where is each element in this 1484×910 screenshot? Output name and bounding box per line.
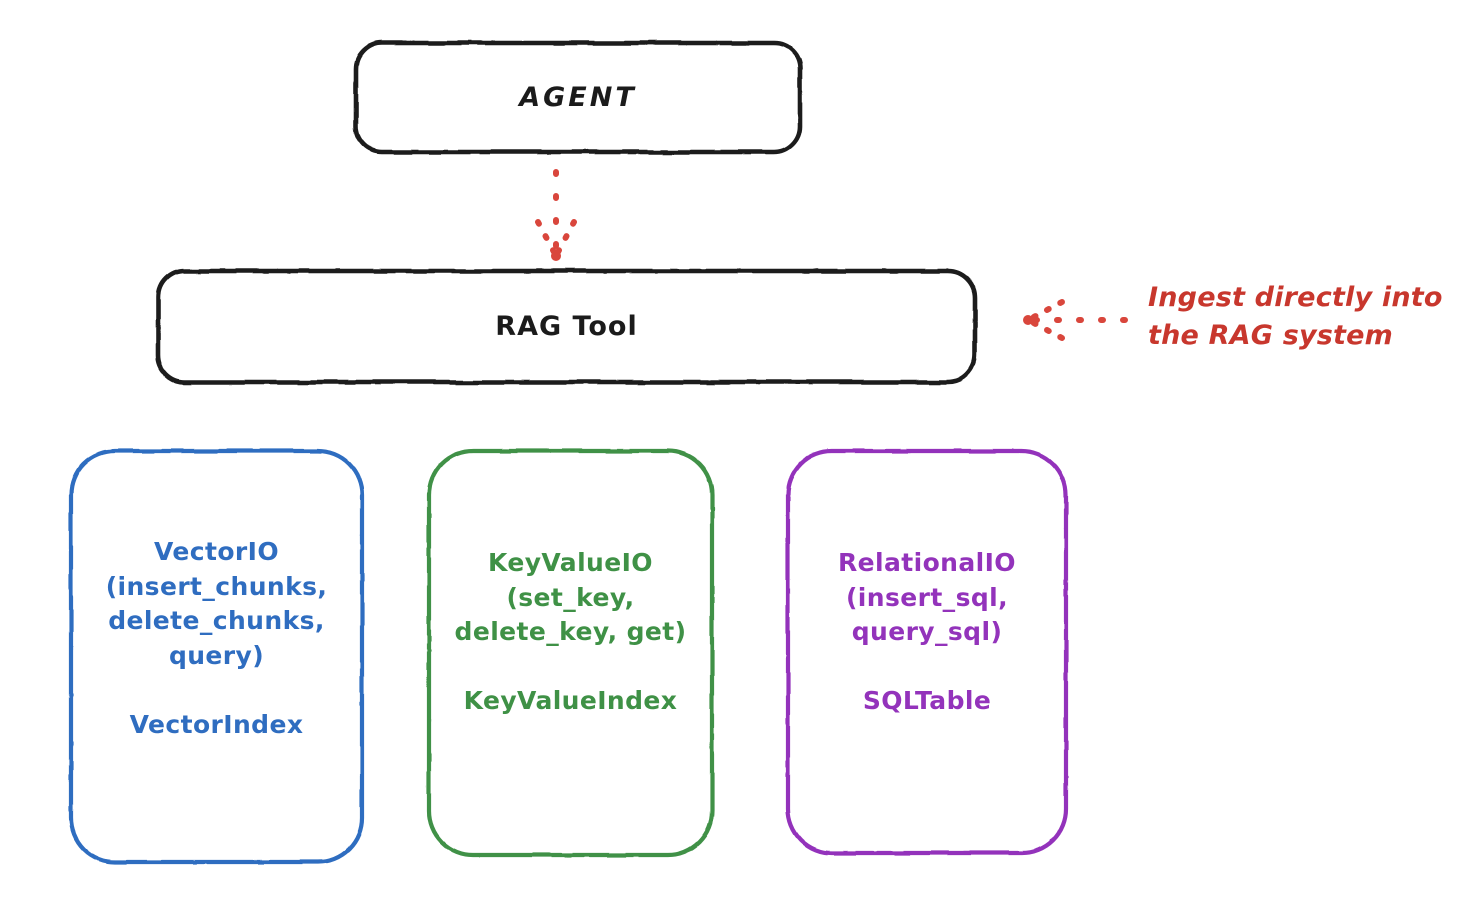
vector-io-node-label: VectorIO (insert_chunks, delete_chunks, …	[105, 537, 328, 739]
agent-node-label: AGENT	[519, 81, 637, 113]
ingest-to-rag-tool-arrow	[1023, 299, 1128, 341]
vector-io-node[interactable]: VectorIO (insert_chunks, delete_chunks, …	[70, 450, 363, 863]
ingest-annotation-text: Ingest directly into the RAG system	[1148, 282, 1443, 352]
agent-node[interactable]: AGENT	[355, 42, 801, 153]
key-value-io-node[interactable]: KeyValueIO (set_key, delete_key, get) Ke…	[428, 450, 713, 856]
relational-io-node[interactable]: RelationalIO (insert_sql, query_sql) SQL…	[787, 450, 1067, 854]
rag-tool-node[interactable]: RAG Tool	[157, 270, 976, 383]
relational-io-node-label: RelationalIO (insert_sql, query_sql) SQL…	[838, 548, 1016, 715]
agent-to-rag-tool-arrow	[535, 169, 577, 261]
rag-tool-node-label: RAG Tool	[495, 310, 638, 342]
key-value-io-node-label: KeyValueIO (set_key, delete_key, get) Ke…	[454, 548, 687, 715]
